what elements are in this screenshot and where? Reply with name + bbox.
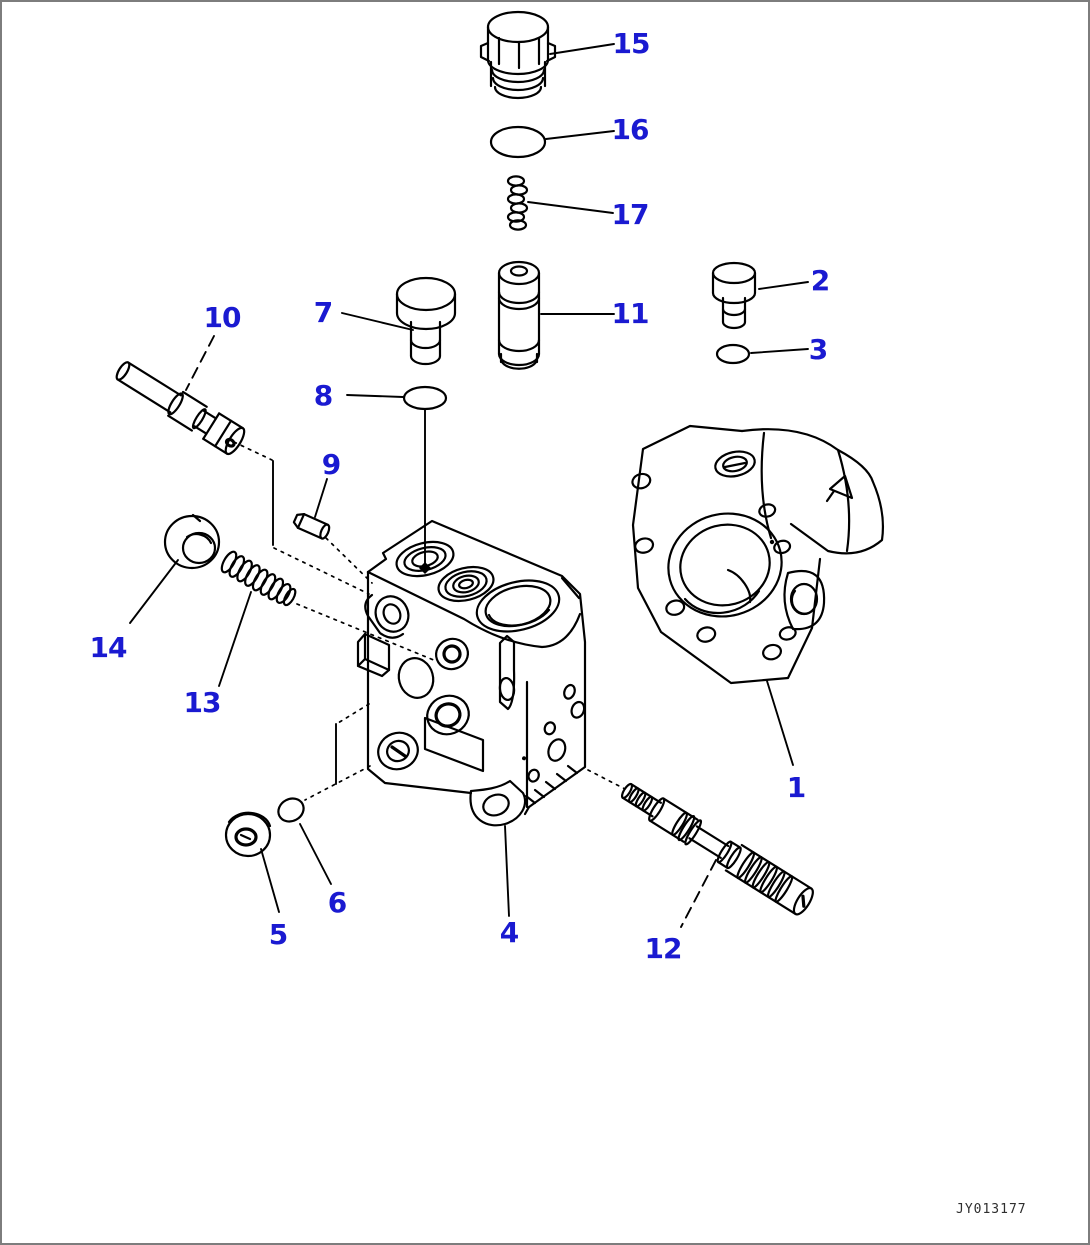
callout-label-6: 6 [327,886,348,919]
leader-lines [129,43,809,928]
part-13-spring [220,550,297,607]
callout-label-3: 3 [808,333,829,366]
part-10-fitting [115,361,246,456]
part-12-spool [620,782,814,916]
part-16-seal-washer [489,125,547,159]
callout-label-7: 7 [313,296,334,329]
assembly-axis-lines [233,441,626,801]
callout-label-4: 4 [499,916,520,949]
part-8-disc [402,385,448,411]
callout-label-5: 5 [268,918,289,951]
callout-label-11: 11 [611,297,650,330]
part-17-spring [506,175,529,231]
part-2-bolt [711,261,757,330]
callout-label-15: 15 [612,27,651,60]
callout-label-2: 2 [810,264,831,297]
callout-label-13: 13 [183,686,222,719]
callout-label-14: 14 [89,631,128,664]
callout-label-8: 8 [313,379,334,412]
callout-label-1: 1 [786,771,807,804]
part-6-ball [277,797,305,823]
part-5-plug [224,811,272,858]
part-15-hex-plug [479,10,557,100]
callout-label-9: 9 [321,448,342,481]
drawing-code: JY013177 [956,1202,1027,1217]
part-14-bushing [163,513,221,570]
part-9-pin [292,513,331,540]
part-1-flange-housing [631,424,885,685]
callout-label-17: 17 [611,198,650,231]
callout-label-16: 16 [611,113,650,146]
part-11-valve [497,260,541,370]
part-7-plug [395,276,457,366]
part-3-washer [715,343,751,365]
callout-label-10: 10 [203,301,242,334]
callout-label-12: 12 [644,932,683,965]
part-4-valve-body [356,519,587,827]
